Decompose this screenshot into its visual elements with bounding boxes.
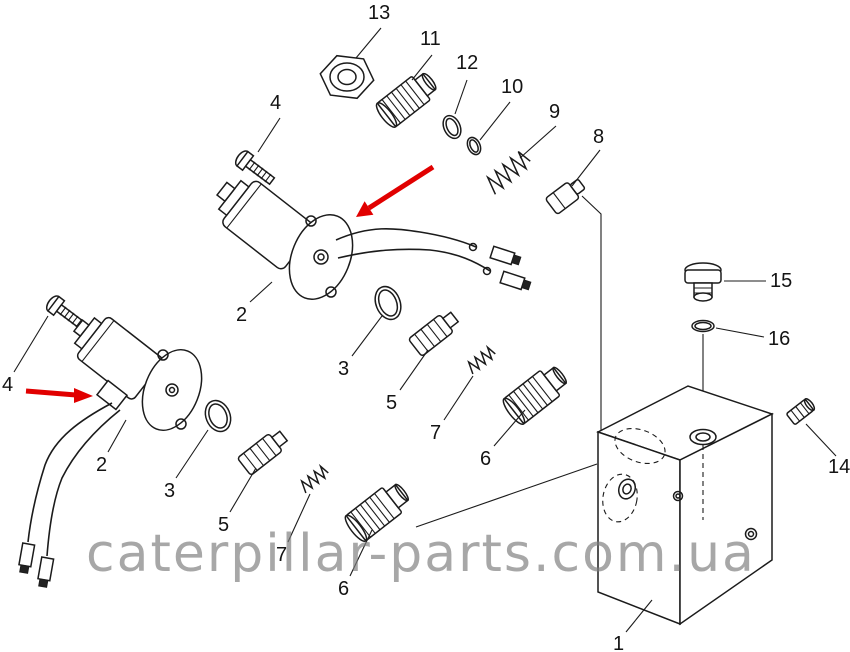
wire-harness-lower [18, 402, 121, 588]
hex-nut [319, 54, 375, 100]
spring-7-upper [467, 344, 496, 375]
bolt-4-upper [234, 150, 276, 186]
o-ring-12 [442, 114, 462, 140]
backup-ring-10 [466, 136, 482, 156]
bolt-4-lower [45, 295, 87, 331]
red-arrow-lower [25, 388, 93, 403]
spring-9 [485, 151, 531, 195]
callout-2-lower: 2 [96, 454, 107, 476]
cap-plug [684, 262, 722, 302]
callout-13: 13 [368, 2, 390, 24]
callout-7-lower: 7 [276, 544, 287, 566]
callout-7-upper: 7 [430, 422, 441, 444]
leader-lines [13, 27, 837, 633]
red-arrow-upper [356, 164, 435, 217]
callout-4-upper: 4 [270, 92, 281, 114]
plug-14 [786, 398, 816, 425]
callout-2-upper: 2 [236, 304, 247, 326]
solenoid-upper [215, 179, 354, 300]
wire-harness-upper [335, 227, 532, 291]
spring-7-lower [300, 463, 329, 494]
o-ring-3-lower [204, 399, 232, 433]
callout-6-lower: 6 [338, 578, 349, 600]
callout-10: 10 [501, 76, 523, 98]
callout-3-upper: 3 [338, 358, 349, 380]
callout-8: 8 [593, 126, 604, 148]
callout-11: 11 [420, 28, 441, 50]
plug-6-upper [502, 366, 567, 425]
poppet-8 [545, 179, 586, 215]
callout-12: 12 [456, 52, 478, 74]
fitting-5-upper [408, 311, 460, 356]
callout-5-upper: 5 [386, 392, 397, 414]
callout-15: 15 [770, 270, 792, 292]
solenoid-lower [72, 316, 203, 431]
callout-4-lower: 4 [2, 374, 13, 396]
valve-block [596, 385, 774, 626]
fitting-5-lower [237, 430, 289, 475]
o-ring-3-upper [374, 285, 402, 321]
callout-1: 1 [613, 633, 624, 652]
callout-14: 14 [828, 456, 850, 478]
callout-16: 16 [768, 328, 790, 350]
callout-3-lower: 3 [164, 480, 175, 502]
plug-6-lower [344, 483, 409, 542]
callout-5-lower: 5 [218, 514, 229, 536]
callout-9: 9 [549, 101, 560, 123]
o-ring-16 [691, 319, 715, 333]
threaded-fitting-11 [375, 72, 437, 128]
callout-6-upper: 6 [480, 448, 491, 470]
